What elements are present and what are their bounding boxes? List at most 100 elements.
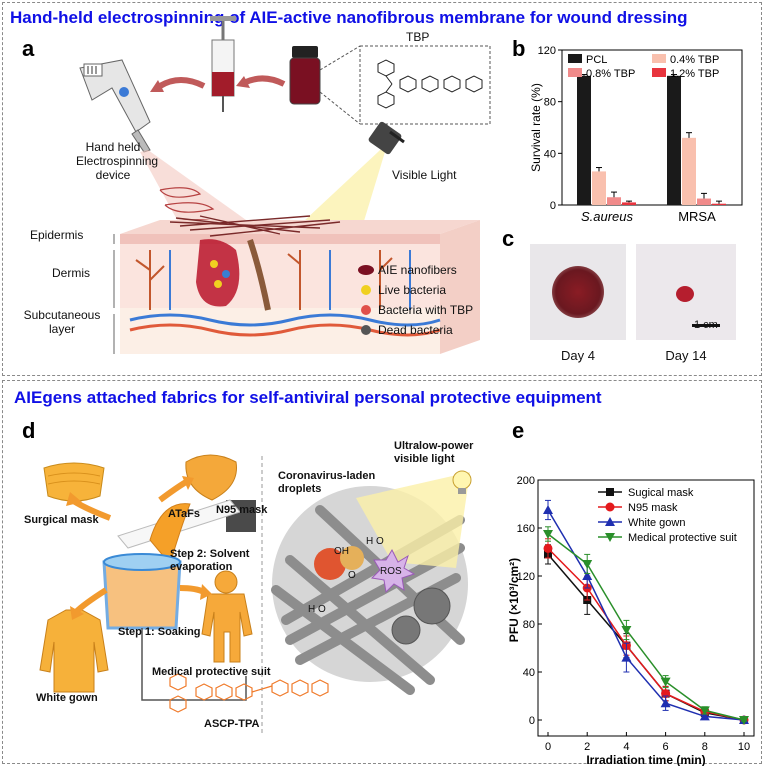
bar-1-0 (592, 171, 606, 205)
ascp-tpa-label: ASCP-TPA (204, 718, 260, 730)
legend-dead-bacteria: Dead bacteria (378, 323, 453, 337)
point-2-0 (543, 505, 553, 514)
legend-marker-2 (605, 517, 615, 526)
ultralow-light-label: Ultralow-power visible light (394, 440, 474, 465)
y-tick-label-0: 0 (550, 200, 556, 212)
o2-label: O (348, 570, 356, 581)
panel-d-label: d (22, 418, 36, 443)
tbp-structure-icon (377, 59, 483, 109)
bar-0-1 (667, 75, 681, 205)
series-line-1 (547, 547, 745, 721)
point-3-5 (739, 716, 749, 725)
x-tick-label-4: 8 (702, 741, 708, 753)
y-tick-label-0: 0 (529, 715, 535, 727)
y-axis-label: Survival rate (%) (529, 83, 543, 172)
point-3-1 (582, 560, 593, 569)
ros-burst-icon (370, 548, 416, 594)
bar-2-1 (697, 198, 711, 205)
legend-swatch-1 (652, 54, 666, 63)
bar-1-1 (682, 137, 696, 205)
nanofiber-mat (169, 215, 341, 237)
section-2-title: AIEgens attached fabrics for self-antivi… (14, 388, 602, 407)
legend-label-0: Sugical mask (628, 487, 694, 499)
soaking-tank-icon (102, 553, 182, 630)
bar-2-0 (607, 197, 621, 205)
h2o-label: H O (308, 604, 326, 615)
point-3-3 (660, 677, 671, 687)
y-tick-label-1: 40 (544, 148, 556, 160)
x-tick-label-2: 4 (623, 741, 629, 753)
layer-epidermis: Epidermis (30, 228, 84, 242)
fabric-roll-icon (117, 499, 256, 566)
droplets-label: Coronavirus-laden droplets (278, 470, 376, 495)
photo-label-day14: Day 14 (665, 348, 707, 363)
legend-marker-1 (605, 502, 615, 512)
legend-label-3: Medical protective suit (628, 532, 737, 544)
scale-bar-label: 1 cm (694, 319, 718, 331)
legend-swatch-3 (652, 68, 666, 77)
syringe-icon (210, 16, 236, 112)
layer-subcutaneous: Subcutaneous layer (23, 308, 101, 336)
point-2-3 (660, 698, 671, 708)
x-tick-label-3: 6 (663, 741, 669, 753)
atafs-label: ATaFs (168, 508, 200, 520)
y-tick-label-3: 120 (538, 45, 556, 57)
photo-label-day4: Day 4 (561, 348, 595, 363)
point-3-0 (543, 530, 553, 539)
category-label-1: MRSA (678, 209, 716, 224)
series-line-0 (547, 553, 745, 721)
fabric-sphere (271, 472, 470, 695)
protective-suit-icon (201, 570, 253, 663)
y-axis-label: PFU (×10³/cm²) (507, 558, 521, 642)
bar-3-1 (712, 203, 726, 205)
legend-swatch-2 (568, 68, 582, 77)
legend-label-1: N95 mask (628, 502, 678, 514)
legend-live-bacteria: Live bacteria (378, 283, 447, 297)
protective-suit-label: Medical protective suit (152, 666, 271, 678)
y-tick-label-5: 200 (517, 475, 535, 487)
legend-live-bacteria-icon (361, 285, 371, 295)
legend-tbp-bacteria-icon (361, 305, 371, 315)
panel-a-label: a (22, 36, 35, 61)
panel-c-label: c (502, 226, 515, 251)
point-1-0 (543, 543, 553, 553)
x-tick-label-5: 10 (738, 741, 750, 753)
point-2-1 (582, 571, 593, 580)
y-tick-label-1: 40 (523, 667, 535, 679)
series-line-2 (547, 509, 745, 721)
legend-aie-nanofibers: AIE nanofibers (378, 263, 457, 277)
skin-block (120, 220, 480, 354)
device-label: Hand held Electrospinning device (76, 140, 159, 182)
legend-label-1: 0.4% TBP (670, 54, 719, 66)
legend-label-2: 0.8% TBP (586, 68, 635, 80)
section-2-frame (2, 380, 762, 764)
legend-swatch-0 (568, 54, 582, 63)
white-gown-label: White gown (36, 692, 98, 704)
legend-label-3: 1.2% TBP (670, 68, 719, 80)
step2-label: Step 2: Solvent evaporation (170, 548, 250, 573)
legend-bacteria-tbp: Bacteria with TBP (378, 303, 474, 317)
arrow-vial-to-syringe (244, 75, 286, 87)
plot-frame (537, 479, 755, 737)
x-tick-label-0: 0 (545, 741, 551, 753)
surgical-mask-icon (43, 462, 105, 502)
electrospinning-device-icon (79, 59, 151, 153)
point-2-4 (699, 711, 710, 721)
panel-e-label: e (512, 418, 525, 443)
molecule-box (359, 45, 491, 125)
surgical-mask-label: Surgical mask (24, 514, 99, 526)
ascp-tpa-structure-icon (169, 673, 329, 713)
section-1-title: Hand-held electrospinning of AIE-active … (10, 8, 688, 27)
h2o2-label: H O (366, 536, 384, 547)
y-tick-label-2: 80 (544, 97, 556, 109)
x-tick-label-1: 2 (584, 741, 590, 753)
plot-frame (561, 49, 743, 206)
legend-label-0: PCL (586, 54, 607, 66)
category-label-0: S.aureus (581, 209, 634, 224)
bar-0-0 (577, 75, 591, 205)
step1-label: Step 1: Soaking (118, 626, 201, 638)
wound-photo-day14 (636, 244, 736, 340)
panel-b-label: b (512, 36, 526, 61)
vial-icon (289, 46, 321, 105)
